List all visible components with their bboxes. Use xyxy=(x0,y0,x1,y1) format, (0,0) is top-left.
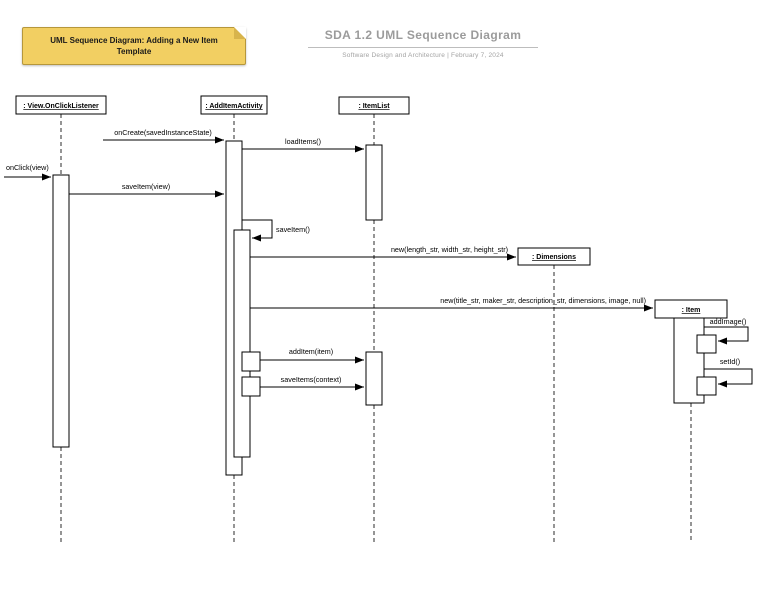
message-label-addimage: addImage() xyxy=(710,317,747,326)
message-saveitem-self: saveItem() xyxy=(242,219,310,242)
head-view-onclicklistener: : View.OnClickListener xyxy=(15,95,107,115)
message-label-saveitem-self: saveItem() xyxy=(276,225,310,234)
activation-additemactivity-additem xyxy=(241,351,261,372)
sticky-note-fold-corner xyxy=(234,27,246,39)
message-setid-self: setId() xyxy=(704,357,753,388)
activation-itemlist-additem xyxy=(365,351,383,406)
activation-item-addimage xyxy=(696,334,717,354)
head-label-additemactivity: : AddItemActivity xyxy=(205,103,262,110)
activation-itemlist-loaditems xyxy=(365,144,383,221)
message-label-loaditems: loadItems() xyxy=(285,137,321,146)
head-label-item: : Item xyxy=(682,307,701,314)
page-title: SDA 1.2 UML Sequence Diagram xyxy=(324,28,522,42)
head-dimensions: : Dimensions xyxy=(517,247,591,266)
message-label-onclick: onClick(view) xyxy=(6,163,49,172)
head-label-dimensions: : Dimensions xyxy=(532,254,576,261)
message-saveitems: saveItems(context) xyxy=(260,375,364,391)
message-oncreate: onCreate(savedInstanceState) xyxy=(103,128,224,144)
message-saveitem-view: saveItem(view) xyxy=(69,182,224,198)
head-additemactivity: : AddItemActivity xyxy=(200,95,268,115)
head-itemlist: : ItemList xyxy=(338,96,410,115)
head-label-view-onclicklistener: : View.OnClickListener xyxy=(23,103,99,110)
header-divider xyxy=(308,47,538,48)
message-onclick: onClick(view) xyxy=(4,163,51,181)
message-label-additem: addItem(item) xyxy=(289,347,333,356)
head-item: : Item xyxy=(654,299,728,319)
page-subtitle: Software Design and Architecture | Febru… xyxy=(342,52,504,59)
sticky-note-text: UML Sequence Diagram: Adding a New Item … xyxy=(50,36,218,56)
message-new-dimensions: new(length_str, width_str, height_str) xyxy=(250,245,516,261)
activation-view xyxy=(52,174,70,448)
message-label-new-item: new(title_str, maker_str, description_st… xyxy=(440,296,646,305)
message-label-saveitems: saveItems(context) xyxy=(281,375,342,384)
activation-item-setid xyxy=(696,376,717,396)
head-label-itemlist: : ItemList xyxy=(358,103,390,110)
activation-additemactivity-saveitems xyxy=(241,376,261,397)
message-addimage-self: addImage() xyxy=(704,317,749,345)
message-new-item: new(title_str, maker_str, description_st… xyxy=(250,296,653,312)
message-loaditems: loadItems() xyxy=(242,137,364,153)
message-additem: addItem(item) xyxy=(260,347,364,364)
message-label-setid: setId() xyxy=(720,357,740,366)
message-label-saveitem-view: saveItem(view) xyxy=(122,182,170,191)
sticky-note: UML Sequence Diagram: Adding a New Item … xyxy=(22,27,246,65)
activation-additemactivity-saveitem xyxy=(233,229,251,458)
message-label-oncreate: onCreate(savedInstanceState) xyxy=(114,128,212,137)
message-label-new-dimensions: new(length_str, width_str, height_str) xyxy=(391,245,508,254)
